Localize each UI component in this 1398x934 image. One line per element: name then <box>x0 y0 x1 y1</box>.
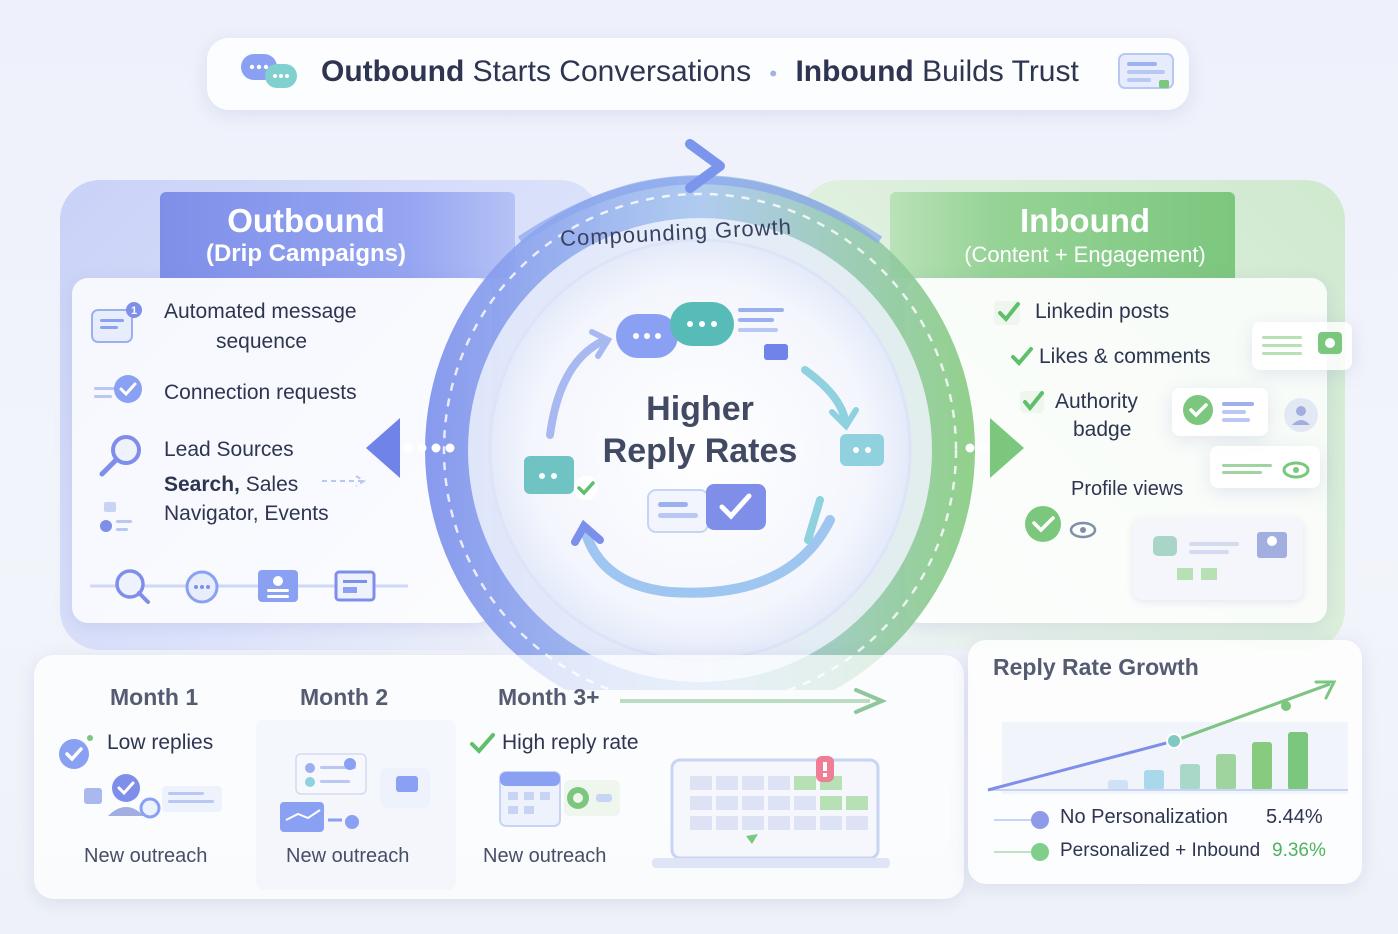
header-separator: • <box>769 61 778 86</box>
chart-title: Reply Rate Growth <box>993 654 1199 680</box>
inbound-item-authority: Authority <box>1055 390 1138 413</box>
growth-bar <box>1252 742 1272 790</box>
inbound-profile-views: Profile views <box>1071 478 1184 500</box>
reply-rate-chart <box>987 680 1348 794</box>
growth-bar <box>1288 732 1308 790</box>
list-widget <box>1252 322 1352 370</box>
month3-status: High reply rate <box>502 731 639 754</box>
inbound-panel: Linkedin posts Likes & comments Authorit… <box>905 278 1327 623</box>
header-inbound-rest: Builds Trust <box>913 55 1079 88</box>
inbound-item-linkedin-posts: Linkedin posts <box>1035 300 1170 323</box>
outbound-item-automated-line2: sequence <box>216 330 308 353</box>
legend-line-icon <box>992 810 1052 830</box>
month3-caption: New outreach <box>483 845 607 867</box>
trend-line-green <box>1173 682 1331 743</box>
document-icon <box>1115 50 1177 94</box>
legend-no-personalization-value: 5.44% <box>1266 806 1323 828</box>
search-icon <box>96 430 146 480</box>
check-icon <box>1019 388 1047 416</box>
lead-sources-sales: Sales <box>239 473 299 496</box>
center-title-line1: Higher <box>646 390 754 428</box>
month1-status: Low replies <box>107 731 214 754</box>
inbound-subtitle: (Content + Engagement) <box>964 242 1206 267</box>
eye-widget <box>1210 446 1320 488</box>
header-banner: Outbound Starts Conversations • Inbound … <box>207 38 1189 110</box>
reply-rate-chart-card: Reply Rate Growth No Personalization 5.4… <box>968 640 1362 884</box>
header-inbound-word: Inbound <box>795 55 914 88</box>
growth-bar <box>1108 780 1128 790</box>
legend-personalized-inbound: Personalized + Inbound <box>1060 840 1261 861</box>
arrow-lead-sources-icon <box>320 474 380 488</box>
compounding-cycle <box>360 130 1040 725</box>
growth-bar <box>1216 754 1236 790</box>
events-icon <box>96 498 136 538</box>
inbound-tab: Inbound (Content + Engagement) <box>890 192 1235 278</box>
conversation-bubbles-icon <box>612 298 792 368</box>
legend-line-icon <box>992 842 1052 862</box>
connection-check-icon <box>92 373 148 413</box>
month2-caption: New outreach <box>286 845 410 867</box>
growth-bar <box>1180 764 1200 790</box>
check-icon <box>468 732 496 756</box>
calendar-laptop-illustration <box>650 752 892 872</box>
outbound-icon-row <box>90 566 410 606</box>
month1-title: Month 1 <box>110 684 199 710</box>
month2-title: Month 2 <box>300 684 389 710</box>
trend-point <box>1166 733 1182 749</box>
profile-card-illustration <box>1133 518 1303 600</box>
timeline-arrow-icon <box>620 686 890 716</box>
trend-arrow-point <box>1281 701 1291 711</box>
outbound-item-lead-sources: Lead Sources <box>164 438 294 461</box>
check-icon <box>993 298 1023 328</box>
chat-bubbles-icon <box>239 52 301 92</box>
trend-arrowhead <box>1314 680 1337 700</box>
inbound-item-likes-comments: Likes & comments <box>1039 345 1211 368</box>
calendar-icon <box>496 768 626 830</box>
outbound-title: Outbound <box>227 202 385 239</box>
outbound-item-automated-line1: Automated message <box>164 300 357 323</box>
month1-caption: New outreach <box>84 845 208 867</box>
check-bubble-icon <box>56 734 96 770</box>
outreach-person-icon <box>80 770 230 826</box>
month3-title: Month 3+ <box>498 684 600 710</box>
message-check-icon <box>644 480 770 540</box>
avatar-icon <box>1284 398 1318 432</box>
legend-no-personalization: No Personalization <box>1060 806 1228 828</box>
header-title: Outbound Starts Conversations • Inbound … <box>321 55 1079 89</box>
outbound-tab: Outbound (Drip Campaigns) <box>160 192 515 278</box>
chat-dots-icon <box>838 432 886 472</box>
header-outbound-rest: Starts Conversations <box>464 55 752 88</box>
center-title-line2: Reply Rates <box>602 432 798 470</box>
check-icon <box>1009 344 1035 370</box>
badge-widget <box>1172 388 1268 436</box>
outbound-item-connection: Connection requests <box>164 381 357 404</box>
outbound-lead-sources-detail: Search, Sales <box>164 473 298 497</box>
outbound-lead-sources-line3: Navigator, Events <box>164 502 329 525</box>
legend-personalized-inbound-value: 9.36% <box>1272 840 1326 861</box>
outreach-cards-icon <box>276 742 436 838</box>
svg-text:1: 1 <box>131 305 137 317</box>
message-sequence-icon: 1 <box>90 300 146 348</box>
inbound-title: Inbound <box>1019 202 1151 239</box>
growth-bar <box>1144 770 1164 790</box>
eye-check-icon <box>1019 504 1103 544</box>
lead-sources-search: Search, <box>164 473 240 496</box>
inbound-item-badge: badge <box>1073 418 1132 441</box>
outbound-subtitle: (Drip Campaigns) <box>205 240 406 267</box>
header-outbound-word: Outbound <box>321 55 465 88</box>
chat-check-icon <box>522 452 604 502</box>
